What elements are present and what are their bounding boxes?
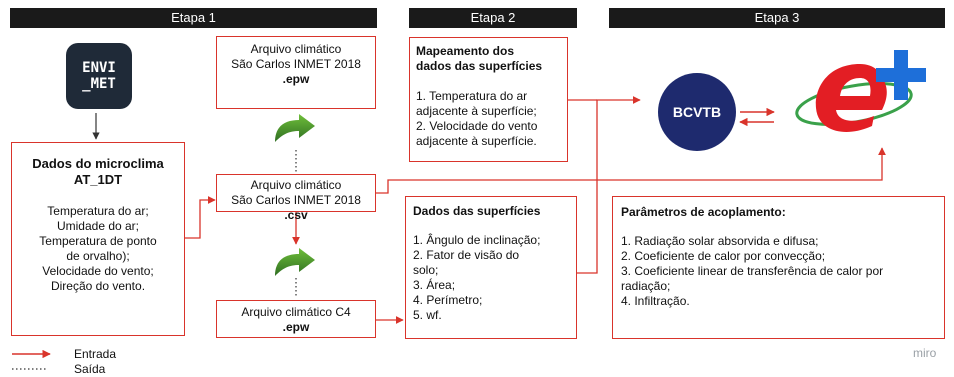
stage-bar-2: Etapa 2: [409, 8, 577, 28]
climate-csv-line: São Carlos INMET 2018: [231, 193, 361, 207]
microclimate-item: Direção do vento.: [50, 279, 146, 293]
surfaces-item: solo;: [413, 263, 439, 277]
envimet-logo: ENVI _MET: [66, 43, 132, 109]
mapping-item: adjacente à superfície.: [416, 134, 537, 148]
stage-bar-1: Etapa 1: [10, 8, 377, 28]
stage-bar-3: Etapa 3: [609, 8, 945, 28]
microclimate-item: Velocidade do vento;: [42, 264, 154, 278]
climate-c4-line: Arquivo climático C4: [241, 305, 351, 319]
climate-file-csv-box: Arquivo climático São Carlos INMET 2018 …: [216, 174, 376, 222]
surfaces-item: 3. Área;: [413, 278, 456, 292]
arrow-csv-to-energyplus: [376, 147, 886, 194]
surfaces-item: 5. wf.: [413, 308, 442, 322]
microclimate-title-line-2: AT_1DT: [73, 172, 123, 187]
mapping-item: adjacente à superfície;: [416, 104, 537, 118]
mapping-title-line-1: Mapeamento dos: [416, 44, 515, 58]
legend-output-label: Saída: [74, 362, 106, 376]
mapping-title-line-2: dados das superfícies: [416, 59, 543, 73]
surfaces-title: Dados das superfícies: [413, 204, 541, 218]
microclimate-item: Temperatura de ponto: [39, 234, 157, 248]
bcvtb-circle: BCVTB: [658, 73, 736, 151]
bcvtb-label: BCVTB: [672, 104, 722, 120]
coupling-item: radiação;: [621, 279, 671, 293]
climate-file-epw-box: Arquivo climático São Carlos INMET 2018 …: [216, 36, 376, 109]
climate-csv-ext: .csv: [284, 208, 308, 222]
climate-c4-ext: .epw: [282, 320, 310, 334]
energyplus-logo: [795, 50, 926, 132]
miro-watermark: miro: [913, 346, 937, 360]
envimet-logo-line-1: ENVI: [82, 60, 116, 76]
climate-csv-line: Arquivo climático: [250, 178, 342, 192]
coupling-item: 2. Coeficiente de calor por convecção;: [621, 249, 826, 263]
arrow-microclimate-to-csv: [185, 196, 216, 239]
climate-epw-line: Arquivo climático: [250, 42, 342, 56]
surfaces-box: Dados das superfícies 1. Ângulo de incli…: [405, 196, 577, 339]
mapping-box: Mapeamento dos dados das superfícies 1. …: [409, 37, 568, 162]
coupling-item: 1. Radiação solar absorvida e difusa;: [621, 234, 819, 248]
microclimate-title-line-1: Dados do microclima: [32, 156, 164, 171]
mapping-item: 1. Temperatura do ar: [416, 89, 528, 103]
climate-file-c4-box: Arquivo climático C4 .epw: [216, 300, 376, 338]
coupling-title: Parâmetros de acoplamento:: [621, 205, 786, 219]
surfaces-item: 2. Fator de visão do: [413, 248, 520, 262]
climate-epw-ext: .epw: [282, 72, 310, 86]
microclimate-item: Umidade do ar;: [56, 219, 140, 233]
coupling-item: 3. Coeficiente linear de transferência d…: [621, 264, 884, 278]
coupling-item: 4. Infiltração.: [621, 294, 690, 308]
process-arrow-icon: [275, 248, 315, 276]
process-arrow-icon: [275, 114, 315, 142]
surfaces-item: 4. Perímetro;: [413, 293, 483, 307]
mapping-item: 2. Velocidade do vento: [416, 119, 538, 133]
microclimate-box: Dados do microclima AT_1DT Temperatura d…: [11, 142, 185, 336]
microclimate-item: de orvalho);: [66, 249, 130, 263]
microclimate-item: Temperatura do ar;: [47, 204, 149, 218]
envimet-logo-line-2: _MET: [82, 76, 116, 92]
surfaces-item: 1. Ângulo de inclinação;: [413, 233, 541, 247]
coupling-box: Parâmetros de acoplamento: 1. Radiação s…: [612, 196, 945, 339]
legend-input-label: Entrada: [74, 347, 117, 361]
arrow-surfaces-to-bcvtb: [577, 96, 641, 274]
climate-epw-line: São Carlos INMET 2018: [231, 57, 361, 71]
